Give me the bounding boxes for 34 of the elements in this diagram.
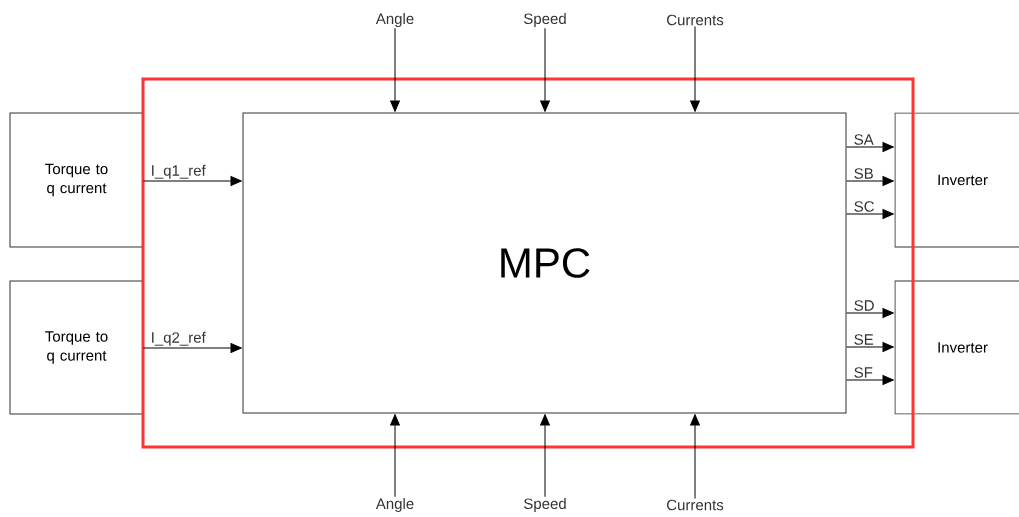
signal-label: Speed bbox=[524, 498, 566, 512]
arrow bbox=[540, 27, 550, 112]
block-box: Torque to q current bbox=[9, 280, 144, 415]
signal-label: Speed bbox=[524, 13, 566, 27]
arrow bbox=[143, 343, 242, 353]
block-box: Torque to q current bbox=[9, 112, 144, 248]
controller-frame bbox=[141, 77, 915, 449]
arrow bbox=[390, 414, 400, 498]
edge-label: SE bbox=[854, 334, 874, 345]
block-box: Inverter bbox=[894, 112, 1019, 248]
arrow bbox=[846, 209, 894, 219]
arrow bbox=[846, 142, 894, 152]
controller-box: MPC bbox=[242, 112, 847, 414]
arrow bbox=[846, 375, 894, 385]
block-box: Inverter bbox=[894, 280, 1019, 415]
edge-label: SA bbox=[854, 134, 874, 145]
edge-label: SF bbox=[854, 367, 873, 378]
signal-label: Angle bbox=[375, 13, 414, 27]
signal-label: Currents bbox=[667, 14, 724, 26]
edge-label: SB bbox=[854, 168, 873, 179]
arrow bbox=[846, 308, 894, 318]
edge-label: SD bbox=[854, 300, 874, 311]
arrow bbox=[390, 27, 400, 112]
arrow bbox=[846, 342, 894, 352]
arrow bbox=[690, 26, 700, 112]
arrow bbox=[690, 414, 700, 499]
edge-label: SC bbox=[854, 201, 874, 212]
signal-label: Angle bbox=[375, 498, 414, 512]
edge-label: I_q2_ref bbox=[152, 331, 206, 346]
arrow bbox=[846, 176, 894, 186]
signal-label: Currents bbox=[667, 499, 724, 511]
edge-label: I_q1_ref bbox=[152, 164, 206, 179]
arrow bbox=[540, 414, 550, 498]
arrow bbox=[143, 176, 242, 186]
